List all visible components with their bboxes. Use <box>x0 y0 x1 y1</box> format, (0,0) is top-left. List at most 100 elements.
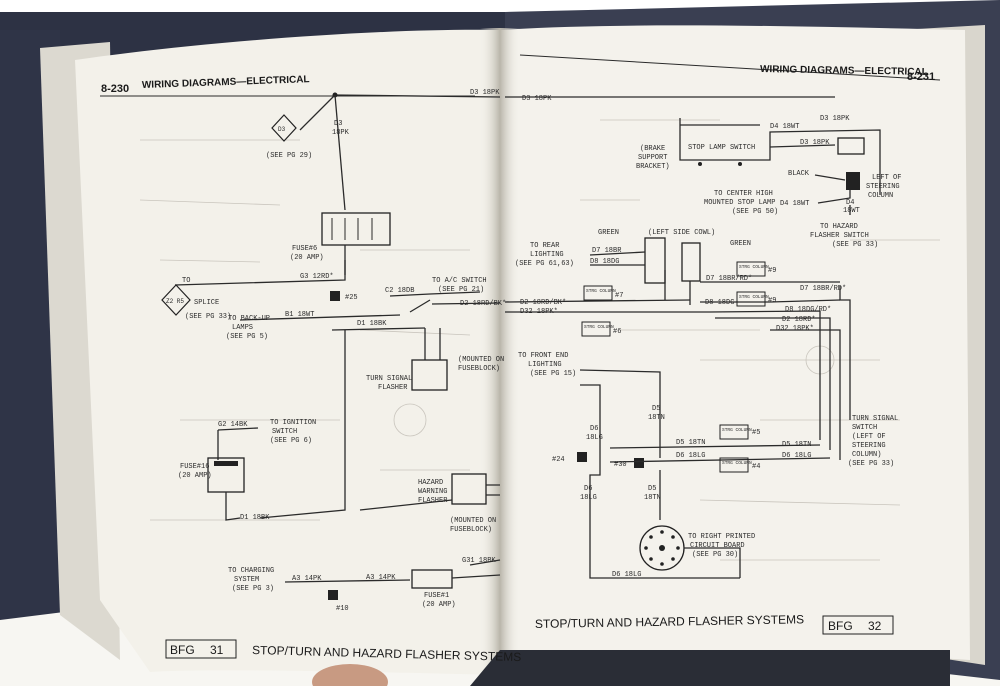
to-center-high-2: MOUNTED STOP LAMP <box>704 199 775 207</box>
book-bottom-edge <box>470 650 950 686</box>
wire-d6-v: D6 <box>584 485 592 493</box>
turn-signal-flasher-box <box>411 359 448 391</box>
left-footer-page: 31 <box>210 643 224 657</box>
wire-b1-18wt: B1 18WT <box>285 311 314 319</box>
wire-d3-code: D3 <box>334 120 342 128</box>
wire-a3-14pk-a: A3 14PK <box>292 575 322 583</box>
wire-d6-18lg-h2: D6 18LG <box>782 452 811 460</box>
flasher-label-2: FLASHER <box>378 384 408 392</box>
marker-30 <box>634 458 644 468</box>
strg-col-9b-text: STRG COLUMN <box>739 294 769 300</box>
right-footer-code: BFG <box>828 619 853 633</box>
see-pg-29: (SEE PG 29) <box>266 152 312 160</box>
num-9b: #9 <box>768 297 776 305</box>
mounted-label-1: (MOUNTED ON <box>458 356 504 364</box>
to-splice-to: TO <box>182 277 190 285</box>
to-hazard-1: TO HAZARD <box>820 223 858 231</box>
to-right-2: CIRCUIT BOARD <box>690 542 745 550</box>
mounted-label-2: FUSEBLOCK) <box>458 365 500 373</box>
right-footer-page: 32 <box>868 619 882 633</box>
green-left-label: GREEN <box>598 229 619 237</box>
wire-d32-18pk-right: D32 18PK* <box>520 308 558 316</box>
wire-g3-12rd: G3 12RD* <box>300 273 334 281</box>
wire-d8-18dg: D8 18DG <box>590 258 619 266</box>
wire-g31-18bk: G31 18BK <box>462 557 496 565</box>
brake-label-1: (BRAKE <box>640 145 665 153</box>
mounted-label-3: (MOUNTED ON <box>450 517 496 525</box>
splice-box-label: Z2 R5 <box>166 298 184 305</box>
left-page <box>75 29 500 676</box>
right-labels: D3 18PK (BRAKE SUPPORT BRACKET) STOP LAM… <box>515 95 901 579</box>
see-pg-3: (SEE PG 3) <box>232 585 274 593</box>
finger <box>312 664 388 686</box>
to-back-up-2: LAMPS <box>232 324 253 332</box>
fuse16-amp: (20 AMP) <box>178 472 212 480</box>
strg-col-box-4 <box>719 457 749 473</box>
marker-30-label: #30 <box>614 461 627 469</box>
right-footer-title: STOP/TURN AND HAZARD FLASHER SYSTEMS <box>535 612 804 631</box>
left-of-steering-2: STEERING <box>866 183 900 191</box>
see-pg-33-b: (SEE PG 33) <box>832 241 878 249</box>
wire-d32-18pk-r2: D32 18PK* <box>776 325 814 333</box>
wire-d3-gauge: 18PK <box>332 129 350 137</box>
num-7: #7 <box>615 292 623 300</box>
wire-c2-18db: C2 18DB <box>385 287 414 295</box>
flasher-label-1: TURN SIGNAL <box>366 375 412 383</box>
green-right-label: GREEN <box>730 240 751 248</box>
to-rear-1: TO REAR <box>530 242 560 250</box>
cowl-connector-left <box>644 237 666 284</box>
brake-label-3: BRACKET) <box>636 163 670 171</box>
wire-d5-v: D5 <box>648 485 656 493</box>
to-right-1: TO RIGHT PRINTED <box>688 533 755 541</box>
fuse16-label: FUSE#16 <box>180 463 209 471</box>
wire-d6-v2: 18LG <box>580 494 597 502</box>
left-footer-box <box>165 639 237 659</box>
black-label: BLACK <box>788 170 810 178</box>
fuse6-label: FUSE#6 <box>292 245 317 253</box>
cowl-connector-right <box>681 242 701 282</box>
wire-d5-gauge: 18TN <box>648 414 665 422</box>
turn-signal-switch-2: SWITCH <box>852 424 877 432</box>
wire-d7-18br: D7 18BR <box>592 247 622 255</box>
to-ignition-2: SWITCH <box>272 428 297 436</box>
strg-col-4-text: STRG COLUMN <box>722 460 752 466</box>
to-ignition-1: TO IGNITION <box>270 419 316 427</box>
wire-d2-18rd-bk-left: D2 18RD/BK* <box>460 300 506 308</box>
fuse6-box <box>321 212 391 246</box>
left-labels: D3 18PK D3 18PK D3 (SEE PG 29) FUSE#6 (2… <box>166 89 506 613</box>
left-of-steering-1: LEFT OF <box>872 174 901 182</box>
turn-signal-switch-3: (LEFT OF <box>852 433 886 441</box>
connector-black <box>846 172 860 190</box>
strg-col-6-text: STRG COLUMN <box>584 324 614 330</box>
wire-d5-18tn-h: D5 18TN <box>676 439 705 447</box>
wire-d7-18br-rd: D7 18BR/RD* <box>706 275 752 283</box>
mounted-label-4: FUSEBLOCK) <box>450 526 492 534</box>
marker-24 <box>577 452 587 462</box>
splice-word: SPLICE <box>194 299 219 307</box>
see-pg-61-63: (SEE PG 61,63) <box>515 260 574 268</box>
see-pg-50: (SEE PG 50) <box>732 208 778 216</box>
wire-d3-18pk-right: D3 18PK <box>522 95 552 103</box>
connector-right-top <box>837 137 865 155</box>
wire-d6-code: D6 <box>590 425 598 433</box>
wire-d8-18dg-b: D8 18DG <box>705 299 734 307</box>
wire-d3-18pk-r2: D3 18PK <box>820 115 850 123</box>
strg-col-box-7 <box>583 285 613 301</box>
wire-d1-18bk: D1 18BK <box>357 320 387 328</box>
see-pg-30: (SEE PG 30) <box>692 551 738 559</box>
see-pg-21: (SEE PG 21) <box>438 286 484 294</box>
fuse1-box <box>411 569 453 589</box>
wire-d5-18tn-h2: D5 18TN <box>782 441 811 449</box>
fuse1-amp: (20 AMP) <box>422 601 456 609</box>
right-page-number: 8-231 <box>907 71 935 83</box>
d3-connector <box>271 114 297 142</box>
fuse1-label: FUSE#1 <box>424 592 449 600</box>
marker-10 <box>328 590 338 600</box>
to-front-2: LIGHTING <box>528 361 562 369</box>
wire-d4-gauge: 18WT <box>843 207 860 215</box>
turn-signal-switch-1: TURN SIGNAL <box>852 415 898 423</box>
book-cover-top <box>0 12 505 60</box>
strg-col-9a-text: STRG COLUMN <box>739 264 769 270</box>
wire-d8-18dg-rd: D8 18DG/RD* <box>785 306 831 314</box>
hazard-label-1: HAZARD <box>418 479 443 487</box>
